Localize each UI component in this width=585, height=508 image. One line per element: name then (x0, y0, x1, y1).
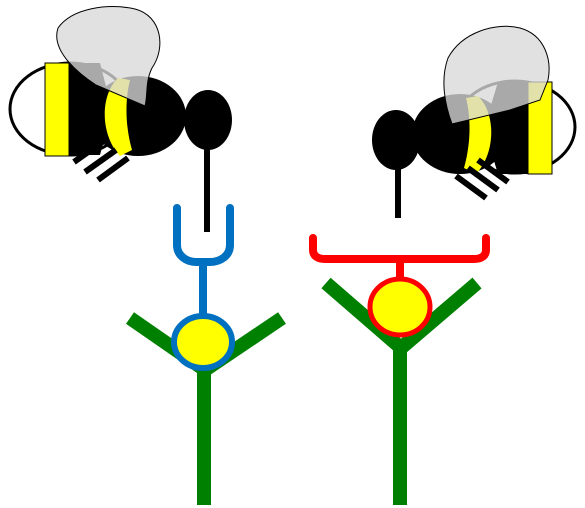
left-bee-head (184, 90, 232, 150)
right-bee (372, 26, 575, 218)
left-flower-center (174, 316, 232, 368)
right-cup-body (313, 238, 486, 259)
left-cup-body (177, 208, 230, 262)
right-flower (326, 279, 477, 505)
right-bee-head (372, 110, 420, 170)
right-flower-center (370, 279, 430, 335)
left-bee-abdomen-stripe (45, 63, 69, 156)
right-cup (313, 238, 486, 280)
left-bee (10, 7, 232, 232)
left-cup (177, 208, 230, 318)
left-flower (130, 316, 282, 505)
